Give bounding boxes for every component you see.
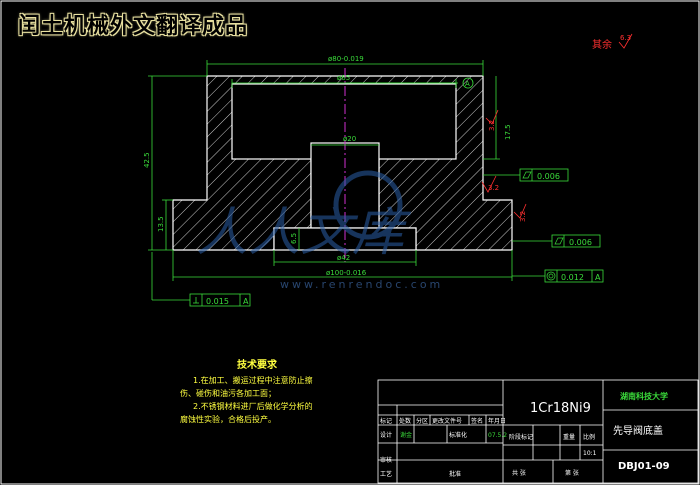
- tb-r-std: 标准化: [449, 431, 467, 439]
- dim-d100: ø100-0.016: [326, 269, 367, 277]
- dim-h13-5: 13.5: [157, 216, 165, 232]
- tb-r-process: 工艺: [380, 470, 392, 478]
- tb-h-sign: 签名: [471, 417, 483, 425]
- gdt-flatness-2: 0.006: [569, 238, 592, 247]
- tb-scale: 比例: [583, 433, 595, 441]
- tb-r-design: 设计: [380, 431, 392, 439]
- tb-r-review: 审核: [380, 456, 392, 464]
- technical-notes: 技术要求 1.在加工、搬运过程中注意防止擦 伤、碰伤和油污各加工面； 2.不锈钢…: [180, 358, 313, 424]
- tb-weight: 重量: [563, 433, 575, 441]
- notes-title: 技术要求: [237, 358, 278, 371]
- watermark: 人人文库 www.renrendoc.com: [196, 170, 443, 291]
- tb-designer: 谢金: [400, 431, 412, 439]
- dim-h42-5: 42.5: [143, 152, 151, 168]
- rough-3-2-right: 3.2: [519, 211, 527, 222]
- title-block: [377, 379, 699, 484]
- dim-h17-5: 17.5: [504, 124, 512, 140]
- tb-part-name: 先导阀底盖: [613, 424, 663, 437]
- dimension-lines: [148, 60, 552, 301]
- tb-sheets-total: 共 张: [512, 469, 526, 477]
- tb-h-mark: 标记: [380, 417, 392, 425]
- gdt-perpendicularity: 0.015: [206, 297, 229, 306]
- dim-h6-5: 6.5: [290, 233, 298, 244]
- tb-date: 07.5.2: [488, 432, 507, 439]
- dim-d65: ø65: [337, 74, 350, 82]
- tb-material: 1Cr18Ni9: [530, 401, 591, 416]
- banner-title: 闰土机械外文翻译成品: [18, 14, 249, 39]
- dim-d42: ø42: [337, 254, 350, 262]
- notes-line-4: 腐蚀性实验，合格后投产。: [180, 414, 276, 424]
- gdt-perpendicularity-ref: A: [243, 297, 249, 306]
- tb-h-date: 年月日: [488, 417, 506, 425]
- title-block-text: 1Cr18Ni9 湖南科技大学 先导阀底盖 DBJ01-09 标记 处数 分区 …: [380, 391, 670, 478]
- tb-h-change: 更改文件号: [432, 417, 462, 425]
- rough-3-2-mid: 3.2: [488, 184, 499, 192]
- surface-value: 6.3: [620, 34, 631, 42]
- tb-r-approve: 批准: [449, 470, 461, 478]
- dim-d20: ø20: [343, 135, 356, 143]
- gdt-flatness-1: 0.006: [537, 172, 560, 181]
- gdt-circularity-ref: A: [595, 273, 601, 282]
- tb-scale-value: 10:1: [583, 450, 597, 457]
- tb-stage: 阶段标记: [509, 433, 533, 441]
- surface-label: 其余: [592, 38, 612, 51]
- dimension-texts: ø80-0.019 ø65 ø20 ø42 ø100-0.016 42.5 13…: [143, 33, 633, 277]
- watermark-text: 人人文库: [196, 203, 412, 263]
- gdt-frames: 0.006 0.006 0.012 A 0.015 A: [189, 168, 604, 307]
- tb-drawing-no: DBJ01-09: [618, 461, 670, 472]
- dim-d80: ø80-0.019: [328, 55, 364, 63]
- tb-h-zone: 分区: [416, 417, 428, 425]
- notes-line-1: 1.在加工、搬运过程中注意防止擦: [193, 375, 313, 385]
- notes-line-2: 伤、碰伤和油污各加工面；: [180, 388, 276, 398]
- tb-sheet-no: 第 张: [565, 469, 579, 477]
- watermark-url: www.renrendoc.com: [280, 278, 443, 291]
- tb-h-count: 处数: [399, 417, 411, 425]
- tb-school: 湖南科技大学: [620, 391, 668, 401]
- datum-a: A: [465, 80, 470, 88]
- gdt-circularity: 0.012: [561, 273, 584, 282]
- notes-line-3: 2.不锈钢材料进厂后做化学分析的: [193, 401, 313, 411]
- rough-3-2-top: 3.2: [488, 120, 496, 131]
